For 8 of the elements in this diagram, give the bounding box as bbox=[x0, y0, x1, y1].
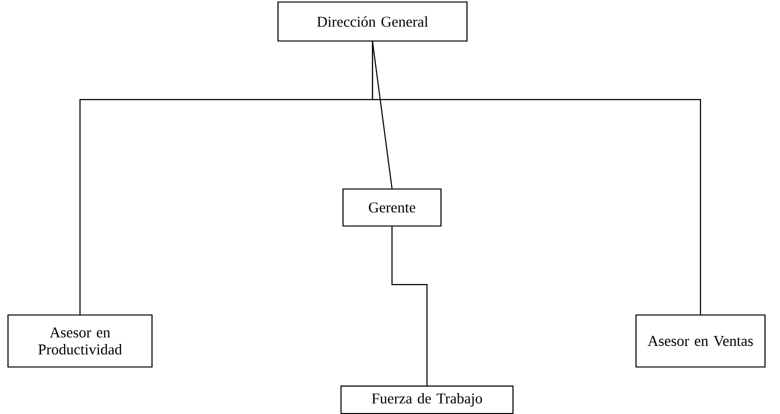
org-box: Dirección General bbox=[277, 1, 468, 42]
org-box: Gerente bbox=[342, 188, 442, 227]
org-box: Asesor en Ventas bbox=[635, 314, 766, 368]
org-box: Fuerza de Trabajo bbox=[340, 386, 514, 414]
connector-line bbox=[372, 41, 393, 189]
connector-line bbox=[391, 226, 428, 386]
connector-line bbox=[372, 42, 702, 314]
org-box: Asesor en Productividad bbox=[7, 314, 153, 368]
